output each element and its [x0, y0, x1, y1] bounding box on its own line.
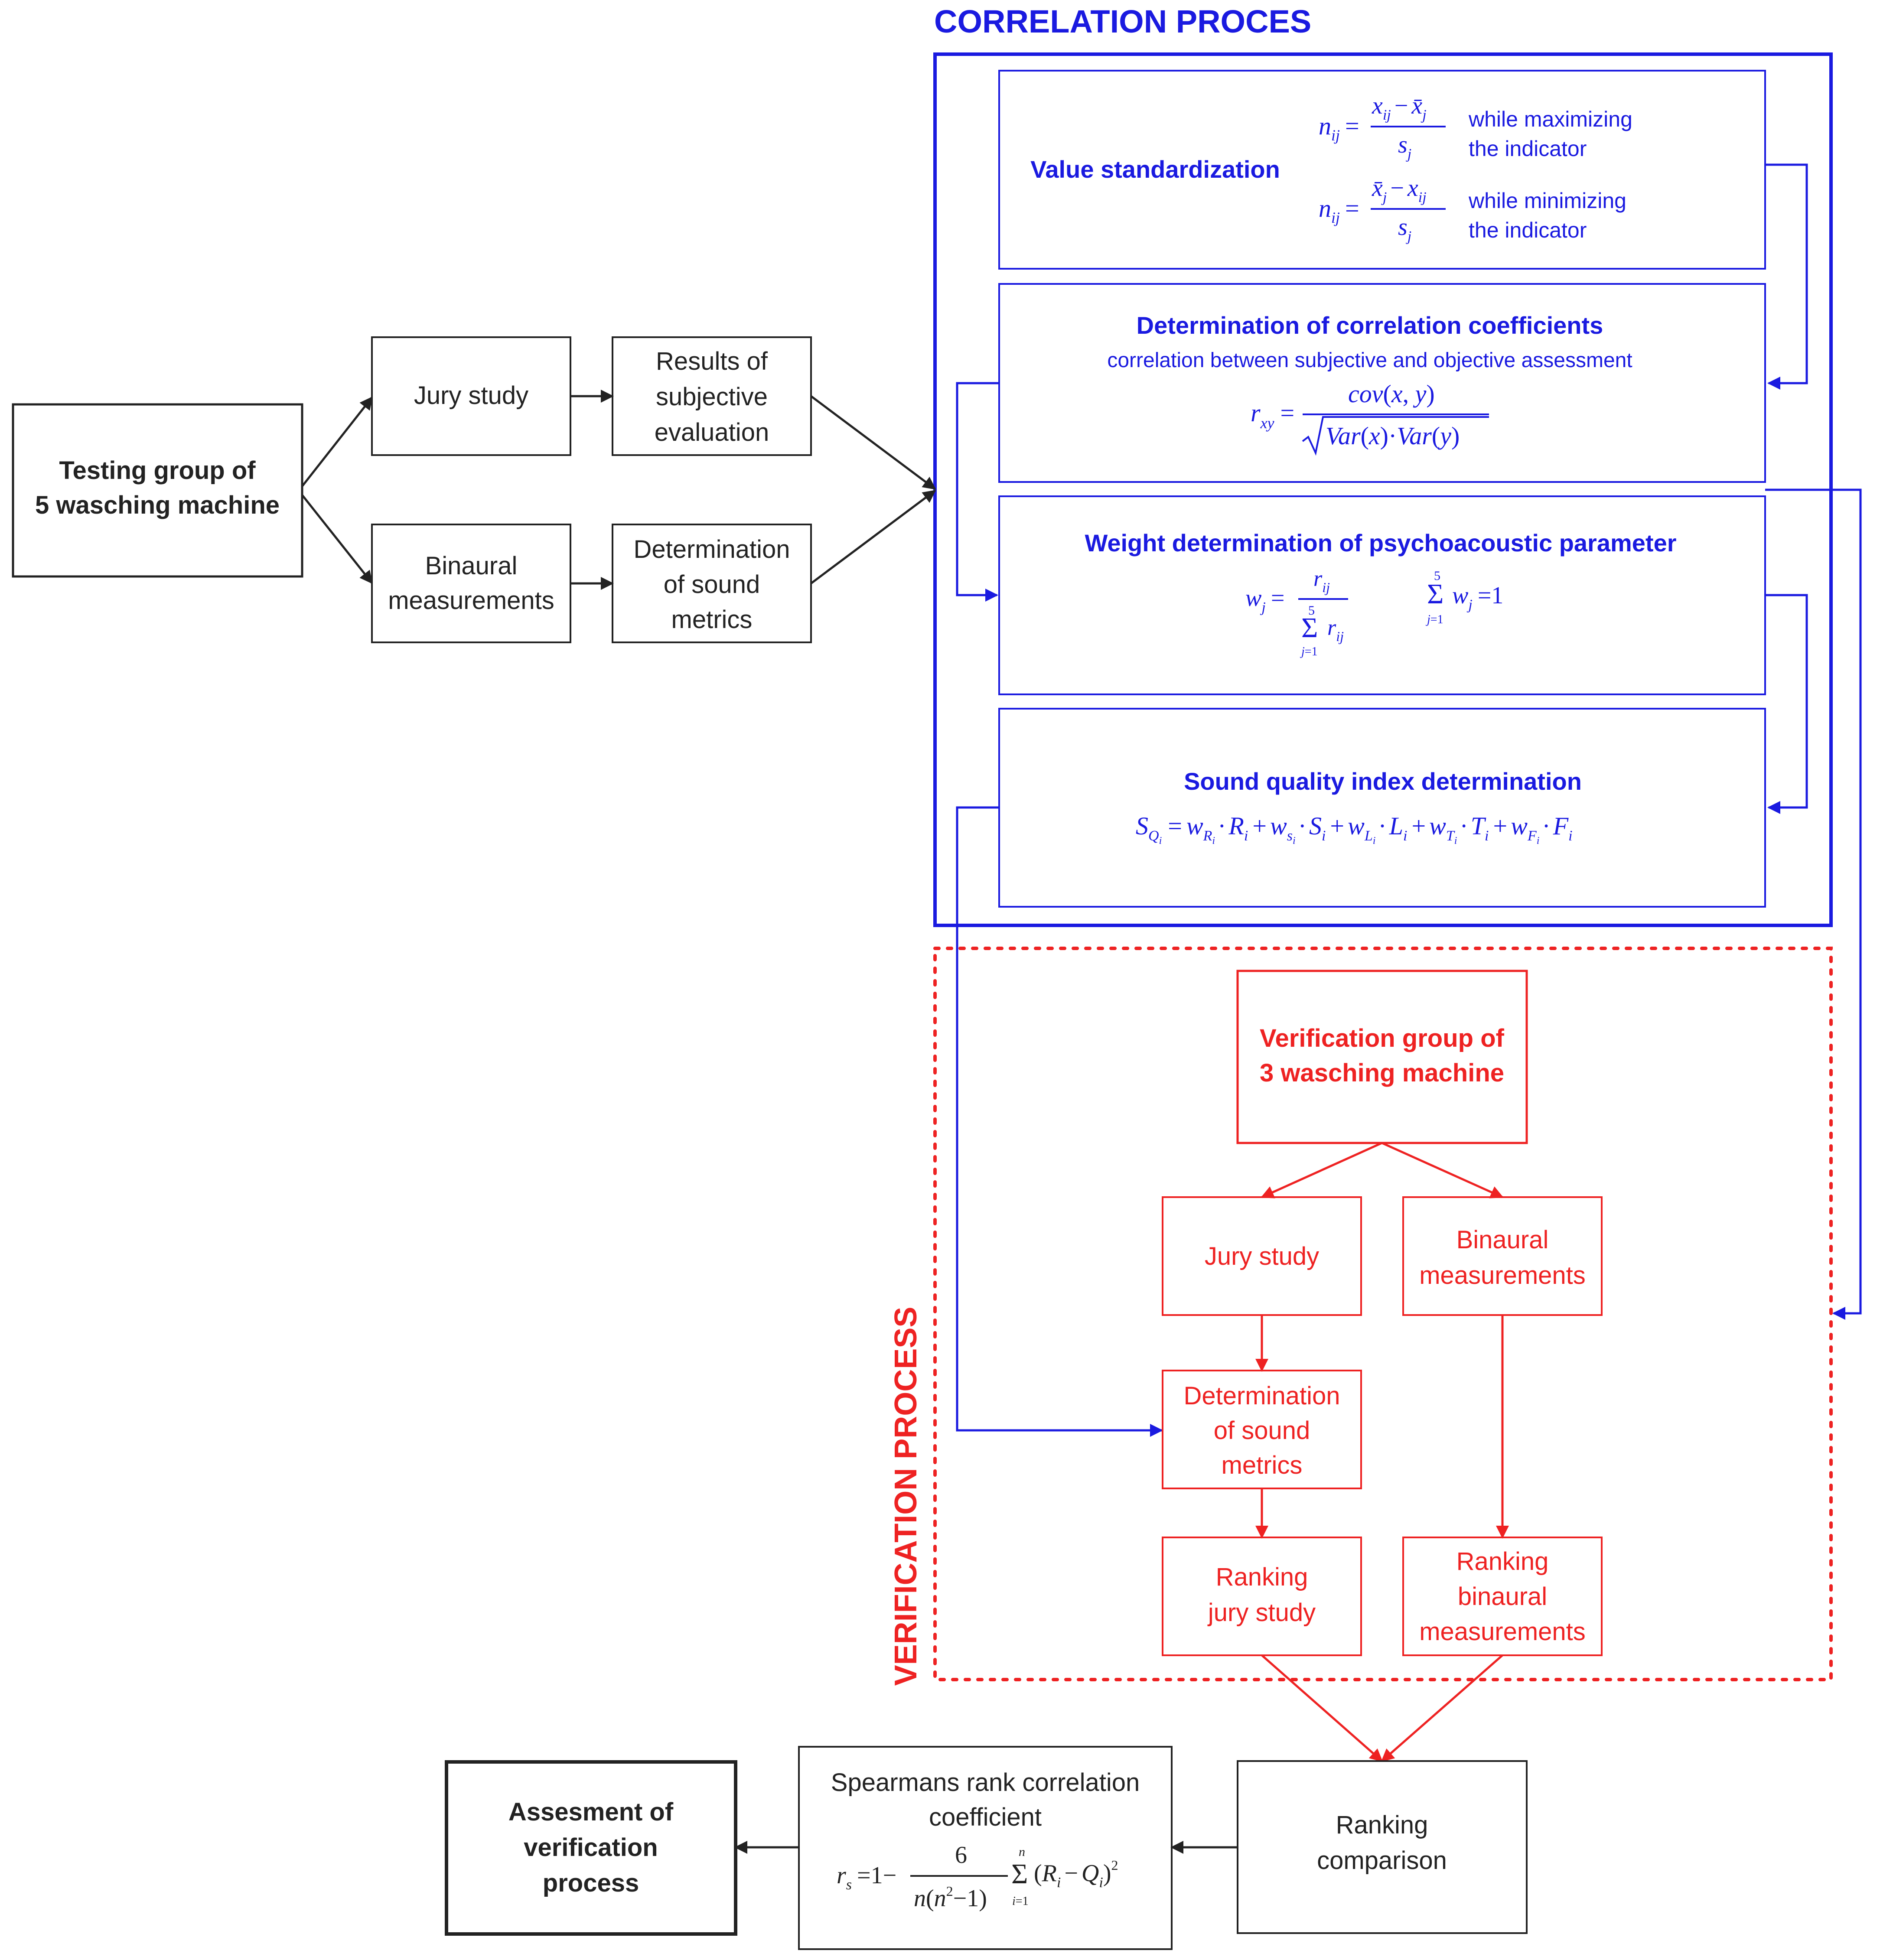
- ranking-binaural-box: [1402, 1537, 1603, 1656]
- verification-group-label-1: Verification group of: [1260, 1024, 1505, 1052]
- spearman-label-1: Spearmans rank correlation: [831, 1768, 1140, 1797]
- verification-sound-metrics-label-2: of sound: [1214, 1416, 1310, 1445]
- arrow-ranking-binaural-to-comparison: [1381, 1654, 1503, 1762]
- ranking-jury-study-box: [1162, 1537, 1362, 1656]
- verification-sound-metrics-label-1: Determination: [1183, 1382, 1340, 1410]
- standardization-max-note-2: the indicator: [1469, 137, 1587, 161]
- verification-binaural-box: [1402, 1196, 1603, 1316]
- testing-group-label-2: 5 wasching machine: [35, 491, 280, 519]
- correlation-coefficients-title: Determination of correlation coefficient…: [1137, 312, 1603, 339]
- arrow-metrics-to-correlation: [810, 489, 936, 585]
- testing-group-box: [12, 403, 303, 578]
- arrow-vgroup-to-jury: [1261, 1142, 1383, 1198]
- svg-text:nij=: nij=: [1319, 112, 1359, 144]
- arrow-correlation-to-weight: [956, 382, 999, 602]
- ranking-binaural-label-1: Ranking: [1456, 1547, 1549, 1576]
- svg-text:n: n: [1019, 1845, 1025, 1859]
- assessment-box: [445, 1760, 737, 1936]
- svg-text:j=1: j=1: [1426, 613, 1443, 626]
- testing-sound-metrics-box: [612, 524, 812, 643]
- correlation-coefficients-subtitle: correlation between subjective and objec…: [1107, 349, 1632, 372]
- assessment-label-1: Assesment of: [508, 1798, 674, 1826]
- verification-sound-metrics-label-3: metrics: [1222, 1451, 1303, 1479]
- results-subjective-box: [612, 336, 812, 456]
- standardization-min-note-1: while minimizing: [1468, 189, 1626, 213]
- results-subjective-label-2: subjective: [656, 383, 768, 411]
- sound-quality-index-box: [998, 708, 1766, 908]
- svg-text:(Ri−Qi)2: (Ri−Qi)2: [1034, 1857, 1118, 1891]
- verification-jury-study-label: Jury study: [1205, 1242, 1319, 1270]
- svg-text:rxy=: rxy=: [1251, 399, 1294, 432]
- arrow-group-to-jury: [301, 396, 373, 487]
- correlation-process-title: CORRELATION PROCES: [934, 3, 1311, 39]
- testing-binaural-label-2: measurements: [388, 586, 554, 615]
- svg-text:i=1: i=1: [1012, 1895, 1029, 1908]
- ranking-binaural-label-2: binaural: [1458, 1582, 1547, 1611]
- spearman-formula: rs=1− 6 n(n2−1) n Σ i=1 (Ri−Qi)2: [837, 1842, 1118, 1912]
- verification-binaural-label-1: Binaural: [1456, 1226, 1549, 1254]
- testing-jury-study-box: [371, 336, 571, 456]
- ranking-jury-study-label-1: Ranking: [1216, 1563, 1308, 1591]
- testing-sound-metrics-label-2: of sound: [664, 570, 760, 599]
- spearman-label-2: coefficient: [929, 1803, 1042, 1831]
- testing-binaural-box: [371, 524, 571, 643]
- svg-text:6: 6: [955, 1842, 967, 1869]
- svg-text:rs=1−: rs=1−: [837, 1862, 896, 1893]
- testing-binaural-label-1: Binaural: [425, 552, 518, 580]
- ranking-comparison-box: [1237, 1760, 1528, 1934]
- svg-text:j=1: j=1: [1300, 645, 1318, 658]
- results-subjective-label-1: Results of: [656, 347, 768, 375]
- standardization-min-formula: nij= x̄j−xij sj: [1319, 175, 1446, 244]
- correlation-formula: rxy= cov(x, y) Var(x)·Var(y): [1251, 380, 1489, 456]
- assessment-label-2: verification: [524, 1833, 658, 1862]
- standardization-max-note-1: while maximizing: [1468, 107, 1632, 131]
- arrow-sqi-to-verification-metrics: [956, 806, 1163, 1437]
- standardization-min-note-2: the indicator: [1469, 218, 1587, 242]
- testing-jury-study-label: Jury study: [414, 381, 528, 410]
- assessment-label-3: process: [543, 1869, 639, 1897]
- arrow-ranking-jury-to-comparison: [1261, 1654, 1383, 1762]
- weight-determination-title: Weight determination of psychoacoustic p…: [1085, 529, 1676, 557]
- svg-text:xij−x̄j: xij−x̄j: [1372, 92, 1427, 123]
- arrow-standardization-to-correlation: [1765, 163, 1808, 390]
- value-standardization-box: [998, 70, 1766, 270]
- value-standardization-title: Value standardization: [1030, 156, 1280, 183]
- svg-text:cov(x, y): cov(x, y): [1348, 380, 1435, 408]
- verification-sound-metrics-box: [1162, 1370, 1362, 1489]
- verification-group-label-2: 3 wasching machine: [1260, 1059, 1504, 1087]
- arrow-results-to-correlation: [810, 395, 936, 490]
- testing-group-label-1: Testing group of: [59, 456, 256, 485]
- arrow-correlation-to-verification: [1765, 488, 1862, 1320]
- weight-determination-box: [998, 495, 1766, 695]
- verification-process-frame: [933, 947, 1833, 1681]
- arrow-group-to-binaural: [301, 494, 373, 584]
- svg-text:Σ: Σ: [1427, 578, 1443, 610]
- weight-formula: wj= rij 5 Σ rij j=1 5 Σ wj=1 j=1: [1245, 567, 1503, 658]
- verification-jury-study-box: [1162, 1196, 1362, 1316]
- verification-binaural-label-2: measurements: [1419, 1261, 1586, 1289]
- sound-quality-index-title: Sound quality index determination: [1184, 768, 1582, 795]
- ranking-comparison-label-2: comparison: [1317, 1846, 1447, 1875]
- testing-sound-metrics-label-1: Determination: [633, 535, 790, 563]
- testing-sound-metrics-label-3: metrics: [671, 606, 753, 634]
- arrow-vgroup-to-binaural: [1381, 1142, 1504, 1198]
- svg-text:rij: rij: [1313, 567, 1330, 595]
- verification-group-box: [1236, 970, 1528, 1144]
- svg-text:5: 5: [1434, 569, 1440, 583]
- verification-process-title: VERIFICATION PROCESS: [889, 1307, 923, 1686]
- ranking-jury-study-label-2: jury study: [1207, 1599, 1316, 1627]
- svg-text:Σ: Σ: [1301, 612, 1318, 644]
- svg-text:5: 5: [1308, 603, 1315, 618]
- svg-text:Var(x)·Var(y): Var(x)·Var(y): [1326, 422, 1460, 450]
- svg-text:wj=: wj=: [1245, 585, 1284, 615]
- results-subjective-label-3: evaluation: [655, 418, 769, 446]
- ranking-binaural-label-3: measurements: [1419, 1618, 1586, 1646]
- arrow-weight-to-sqi: [1765, 594, 1808, 814]
- svg-text:wj=1: wj=1: [1452, 582, 1503, 613]
- svg-text:Σ: Σ: [1011, 1858, 1028, 1890]
- ranking-comparison-label-1: Ranking: [1336, 1811, 1428, 1839]
- svg-text:x̄j−xij: x̄j−xij: [1372, 175, 1427, 205]
